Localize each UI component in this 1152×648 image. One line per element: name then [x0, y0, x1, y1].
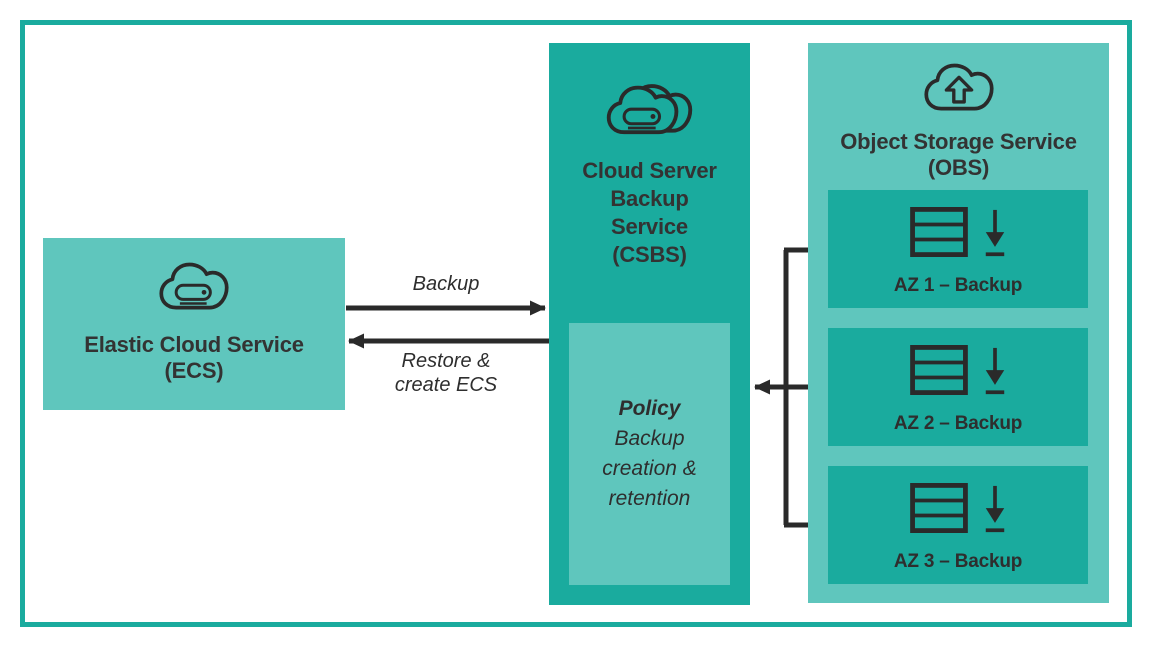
node-obs: Object Storage Service (OBS) AZ 1 – Back… — [808, 43, 1109, 603]
obs-title-line2: (OBS) — [927, 155, 990, 180]
node-az2-backup: AZ 2 – Backup — [828, 328, 1088, 446]
ecs-title: Elastic Cloud Service (ECS) — [43, 332, 345, 384]
csbs-title-line1: Cloud Server — [582, 158, 717, 183]
ecs-title-line1: Elastic Cloud Service — [84, 332, 304, 357]
node-az3-backup: AZ 3 – Backup — [828, 466, 1088, 584]
diagram-border — [20, 20, 1132, 627]
cloud-backup-icon — [606, 84, 693, 135]
backup-arrow-label: Backup — [412, 273, 480, 295]
policy-line1: Backup — [614, 427, 685, 450]
policy-text: Policy Backup creation & retention — [569, 394, 730, 514]
csbs-title-line3: Service — [611, 214, 688, 239]
restore-arrow-label-line2: create ECS — [394, 374, 498, 396]
az1-label: AZ 1 – Backup — [893, 275, 1023, 296]
node-az1-backup: AZ 1 – Backup — [828, 190, 1088, 308]
policy-heading: Policy — [618, 397, 681, 420]
server-stack-icon — [909, 483, 968, 533]
cloud-server-icon — [159, 262, 229, 310]
restore-arrow-label-line1: Restore & — [401, 350, 491, 372]
node-csbs: Cloud Server Backup Service (CSBS) Polic… — [549, 43, 750, 605]
csbs-icon-wrap — [549, 83, 750, 143]
download-icon — [985, 485, 1004, 533]
az1-icons — [909, 207, 1007, 259]
node-ecs: Elastic Cloud Service (ECS) — [43, 238, 345, 410]
csbs-title-line4: (CSBS) — [612, 242, 687, 267]
ecs-icon-wrap — [43, 260, 345, 318]
az2-label: AZ 2 – Backup — [893, 413, 1023, 434]
csbs-title: Cloud Server Backup Service (CSBS) — [549, 157, 750, 269]
policy-line3: retention — [608, 487, 691, 510]
restore-arrow-label: Restore & create ECS — [346, 349, 546, 397]
policy-line2: creation & — [602, 457, 697, 480]
download-icon — [985, 347, 1004, 395]
obs-icon-wrap — [808, 61, 1109, 119]
node-policy: Policy Backup creation & retention — [569, 323, 730, 585]
download-icon — [985, 209, 1004, 257]
az2-icons — [909, 345, 1007, 397]
obs-title-line1: Object Storage Service — [840, 129, 1077, 154]
cloud-upload-icon — [923, 63, 994, 111]
csbs-title-line2: Backup — [610, 186, 689, 211]
az3-icons — [909, 483, 1007, 535]
server-stack-icon — [909, 207, 968, 257]
az3-label: AZ 3 – Backup — [893, 551, 1023, 572]
server-stack-icon — [909, 345, 968, 395]
obs-title: Object Storage Service (OBS) — [808, 129, 1109, 181]
ecs-title-line2: (ECS) — [164, 358, 224, 383]
